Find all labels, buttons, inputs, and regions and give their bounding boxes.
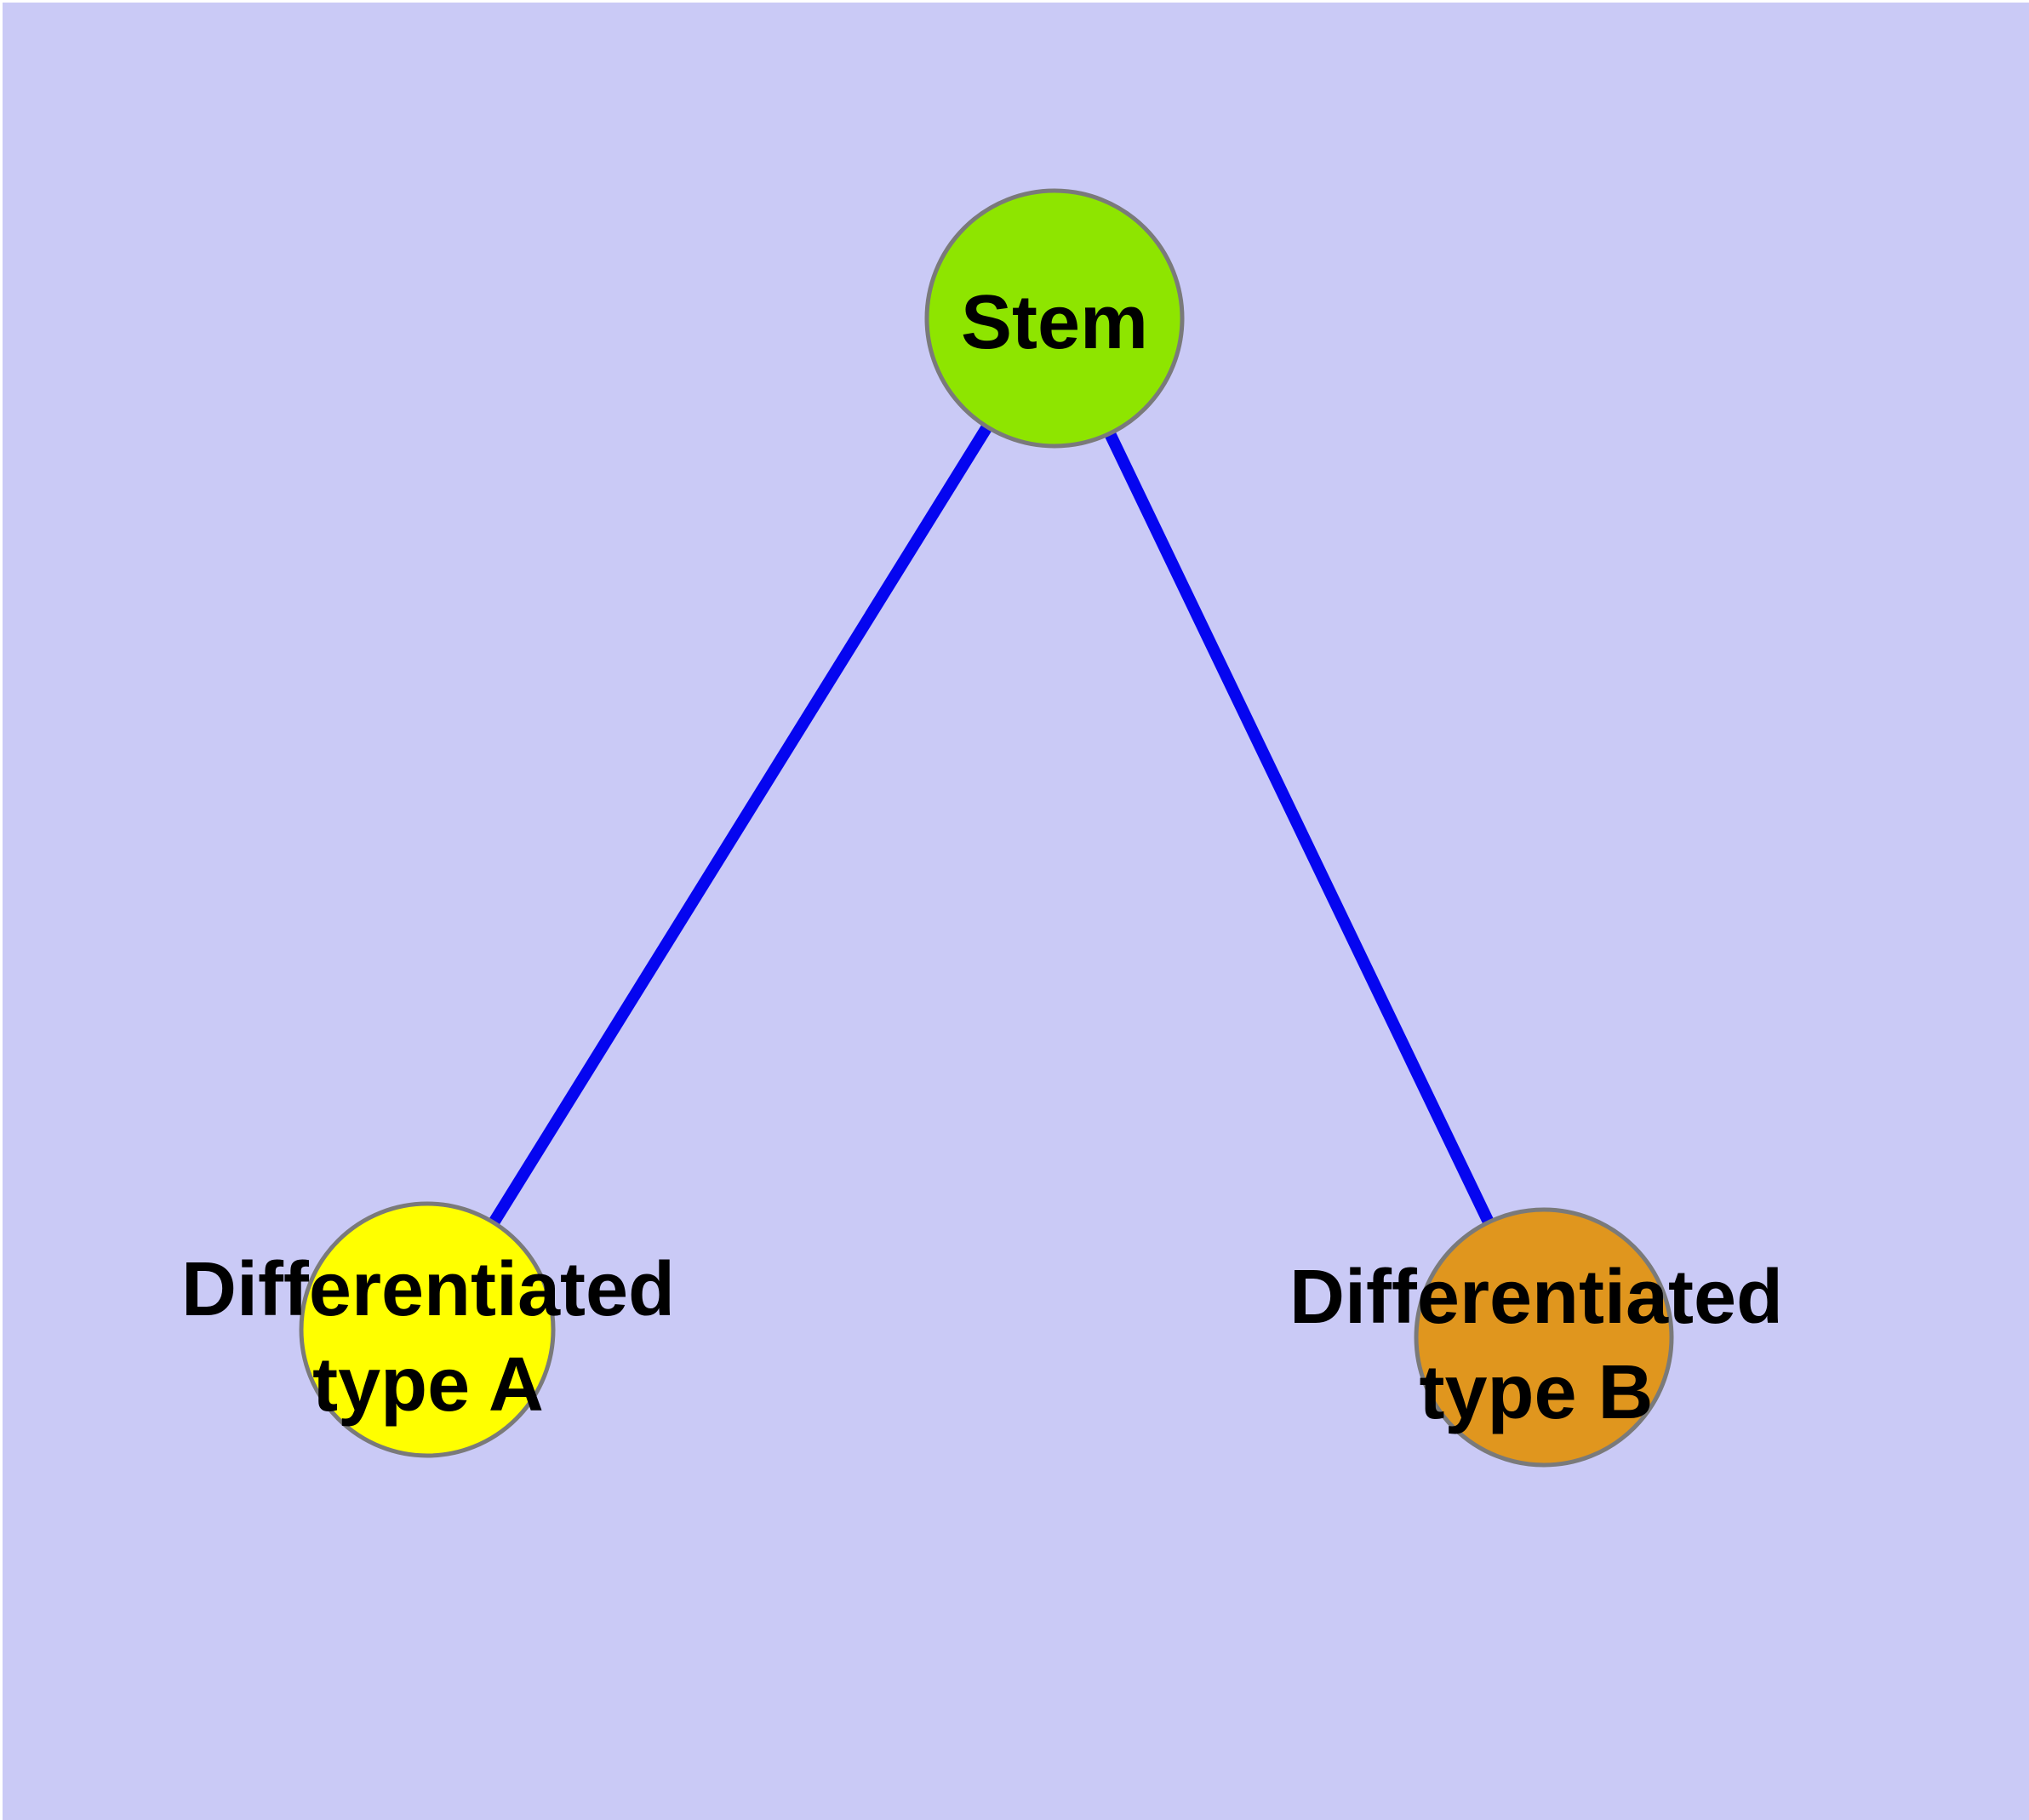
node-differentiated-type-b-label-line-2: type B [1419, 1350, 1653, 1435]
node-differentiated-type-a-label-line-2: type A [312, 1342, 544, 1428]
node-stem-label-line-1: Stem [961, 280, 1148, 365]
node-differentiated-type-b-label: Differentiated type B [1289, 1255, 1783, 1435]
node-differentiated-type-b-label-line-1: Differentiated [1289, 1255, 1783, 1340]
node-stem-label: Stem [961, 280, 1148, 365]
node-differentiated-type-a-label: Differentiated type A [181, 1247, 675, 1428]
edge-stem-to-differentiated-type-b [1049, 315, 1550, 1341]
node-differentiated-type-a-label-line-1: Differentiated [181, 1247, 675, 1332]
node-differentiated-type-a-circle [299, 1201, 556, 1458]
node-stem-circle [924, 188, 1185, 449]
edge-stem-to-differentiated-type-a [422, 315, 1060, 1333]
node-differentiated-type-b-circle [1414, 1207, 1674, 1468]
